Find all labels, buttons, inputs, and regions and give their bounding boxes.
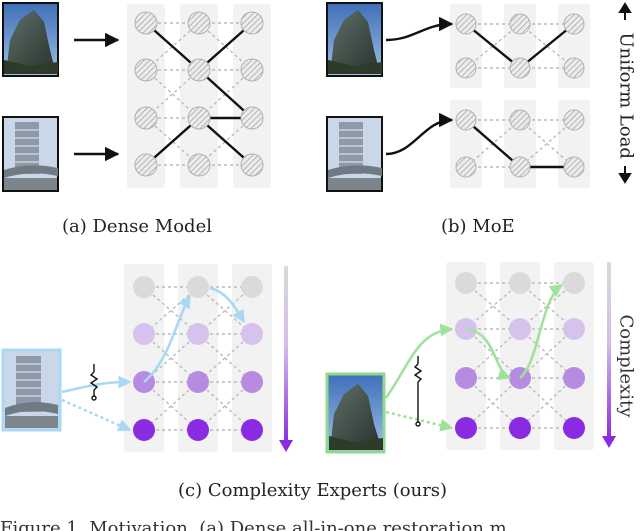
caption-dense-model: (a) Dense Model — [62, 216, 212, 237]
expert-node — [134, 58, 158, 82]
expert-node — [187, 153, 211, 177]
expert-node — [240, 58, 264, 82]
caption-moe: (b) MoE — [441, 216, 515, 237]
building-photo — [2, 116, 59, 192]
complexity-label: Complexity — [615, 314, 637, 418]
figure-caption-text: Figure 1. Motivation. (a) Dense all-in-o… — [0, 518, 507, 531]
expert-node — [240, 153, 264, 177]
building-photo — [326, 116, 383, 192]
complexity-bar — [607, 262, 611, 440]
rock-photo — [2, 2, 59, 77]
uniform-load-label: Uniform Load — [615, 32, 637, 159]
expert-column — [233, 4, 271, 188]
rock-photo — [325, 372, 386, 454]
up-down-arrow-icon — [618, 2, 632, 184]
caption-complexity-experts: (c) Complexity Experts (ours) — [178, 480, 448, 501]
resistor-switch-icon — [413, 356, 423, 427]
complexity-bar — [284, 266, 288, 444]
building-photo — [1, 348, 62, 432]
rock-photo — [326, 2, 383, 77]
expert-node — [134, 11, 158, 35]
expert-column — [127, 4, 165, 188]
resistor-switch-icon — [89, 364, 99, 401]
expert-node — [187, 58, 211, 82]
expert-node — [240, 106, 264, 130]
expert-node — [187, 106, 211, 130]
expert-node — [240, 11, 264, 35]
expert-node — [187, 11, 211, 35]
dense-model-panel — [2, 2, 271, 192]
expert-node — [134, 153, 158, 177]
expert-column — [180, 4, 218, 188]
moe-panel — [326, 2, 632, 192]
complexity-panel — [1, 262, 616, 454]
expert-node — [134, 106, 158, 130]
